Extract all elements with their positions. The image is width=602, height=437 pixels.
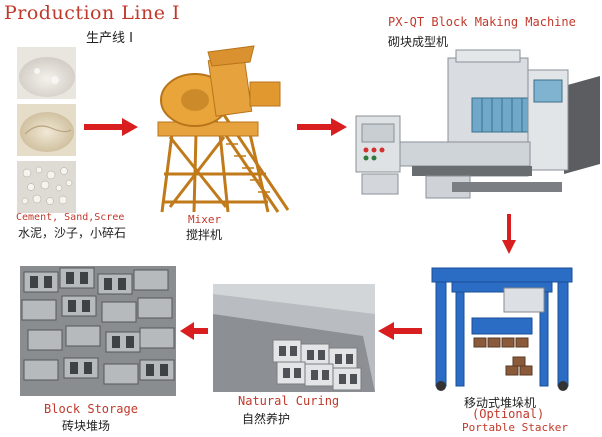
curing-label-zh: 自然养护 — [242, 412, 291, 426]
flow-arrow — [378, 322, 422, 340]
flow-arrow — [297, 118, 347, 136]
materials-label-zh: 水泥，沙子，小碎石 — [18, 226, 127, 240]
storage-photo — [20, 266, 176, 396]
storage-label: Block Storage — [44, 402, 138, 416]
machine-label-zh: 砌块成型机 — [388, 35, 449, 49]
stacker-illustration — [426, 262, 578, 392]
materials-label: Cement, Sand,Scree — [16, 212, 125, 223]
mixer-illustration — [150, 42, 290, 214]
storage-label-zh: 砖块堆场 — [62, 419, 111, 433]
sand-photo — [17, 104, 76, 156]
flow-arrow — [180, 322, 208, 340]
curing-label: Natural Curing — [238, 394, 340, 408]
stacker-label-zh: 移动式堆垛机 — [464, 396, 537, 410]
diagram-title-zh: 生产线 I — [86, 31, 133, 46]
flow-arrow — [84, 118, 138, 136]
mixer-label: Mixer — [188, 213, 222, 226]
machine-label: PX-QT Block Making Machine — [388, 15, 576, 29]
mixer-label-zh: 搅拌机 — [186, 228, 223, 242]
curing-photo — [213, 284, 375, 392]
block-machine-illustration — [352, 46, 600, 208]
cement-photo — [17, 47, 76, 99]
stacker-optional-label: (Optional) — [472, 407, 545, 421]
gravel-photo — [17, 161, 76, 213]
diagram-title: Production Line I — [4, 2, 180, 24]
stacker-label: Portable Stacker — [462, 421, 568, 434]
flow-arrow — [502, 214, 516, 254]
